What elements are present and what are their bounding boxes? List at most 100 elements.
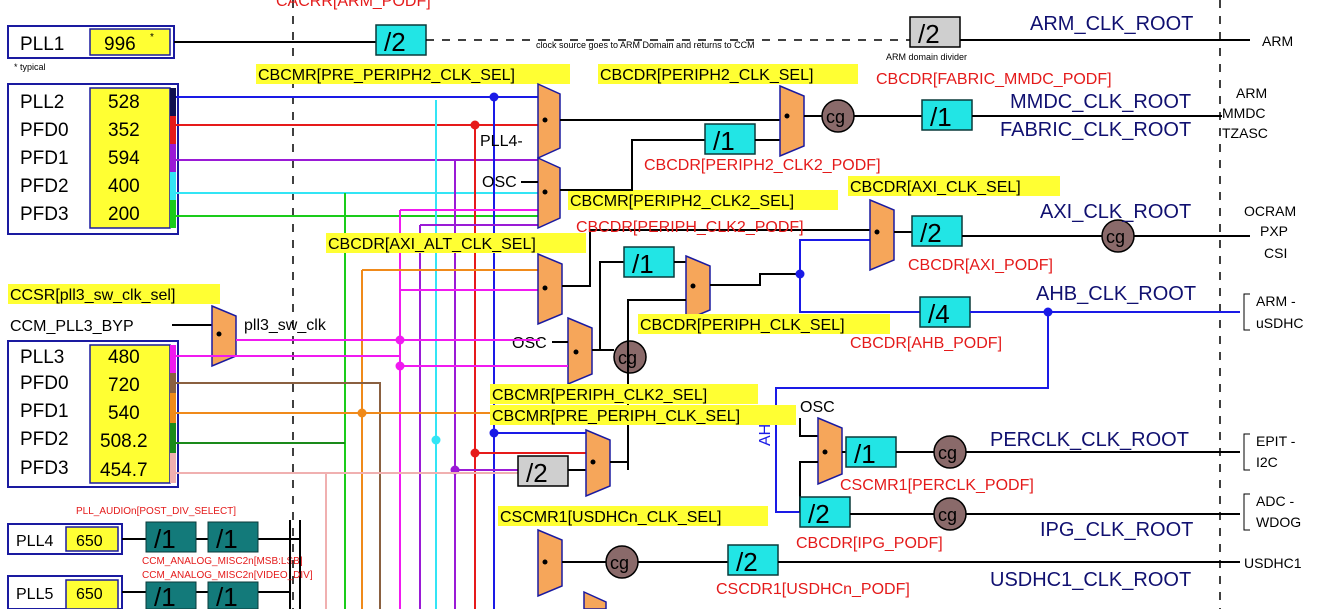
pre-periph2-mux [537,82,561,160]
ahb-podf-label: CBCDR[AHB_PODF] [850,335,1002,352]
svg-text:/2: /2 [384,27,406,57]
svg-text:cg: cg [938,505,957,525]
usdhc-podf-label: CSCDR1[USDHCn_PODF] [716,581,910,598]
usdhc-mux [537,528,563,598]
pll1-name: PLL1 [20,34,64,55]
pll5-div-a [145,581,197,609]
svg-text:ARM domain divider: ARM domain divider [886,52,967,62]
pll3-sw-clk-label: pll3_sw_clk [244,317,327,334]
svg-text:PFD1: PFD1 [20,148,69,169]
periph2-sel-label: CBCDR[PERIPH2_CLK_SEL] [600,67,813,84]
svg-text:MMDC: MMDC [1222,105,1266,121]
perclk-clk-root: PERCLK_CLK_ROOT [990,429,1189,451]
svg-text:PLL3: PLL3 [20,347,64,368]
misc2-video-label: CCM_ANALOG_MISC2n[VIDEO_DIV] [142,570,313,581]
svg-text:352: 352 [108,120,140,141]
svg-text:PFD2: PFD2 [20,429,69,450]
svg-text:PLL4: PLL4 [16,533,53,550]
svg-text:/1: /1 [632,249,654,279]
svg-text:/1: /1 [854,439,876,469]
svg-text:ARM: ARM [1236,85,1267,101]
periph2-mux [779,84,805,158]
svg-text:PFD1: PFD1 [20,401,69,422]
periph-clk2-mux [567,316,593,386]
periph-sel-label: CBCDR[PERIPH_CLK_SEL] [640,317,845,334]
svg-text:508.2: 508.2 [100,431,148,452]
periph2-clk2-sel-label: CBCMR[PERIPH2_CLK2_SEL] [570,193,794,210]
svg-text:480: 480 [108,347,140,368]
svg-text:cg: cg [938,443,957,463]
usdhc-sel-label: CSCMR1[USDHCn_CLK_SEL] [500,509,721,526]
svg-text:OSC: OSC [512,335,547,352]
svg-text:PFD0: PFD0 [20,120,69,141]
axi-sel-label: CBCDR[AXI_CLK_SEL] [850,179,1021,196]
axi-alt-sel-label: CBCDR[AXI_ALT_CLK_SEL] [328,236,536,253]
svg-text:PLL5: PLL5 [16,586,53,603]
svg-text:594: 594 [108,148,140,169]
svg-text:/2: /2 [918,19,940,49]
pll4-div-a [145,521,197,553]
axi-podf-label: CBCDR[AXI_PODF] [908,257,1053,274]
perclk-mux [817,416,843,486]
misc2-msb-label: CCM_ANALOG_MISC2n[MSB:LSB] [142,556,303,567]
axi-clk-root: AXI_CLK_ROOT [1040,201,1191,223]
svg-text:528: 528 [108,92,140,113]
periph-clk2-divider [623,246,675,278]
svg-text:/1: /1 [930,102,952,132]
svg-text:cg: cg [1106,227,1125,247]
svg-text:/2: /2 [920,218,942,248]
dest-arm: ARM [1262,33,1293,49]
ccsr-label: CCSR[pll3_sw_clk_sel] [10,287,175,304]
svg-text:USDHC1: USDHC1 [1244,555,1302,571]
svg-text:720: 720 [108,375,140,396]
svg-text:/4: /4 [928,299,950,329]
pll4-block: PLL4 650 [7,523,123,555]
pll1-value: 996 [104,34,136,55]
periph-clk2-podf-label: CBCDR[PERIPH_CLK2_PODF] [576,219,804,236]
ahb-divider [919,296,971,328]
ahb-clk-root: AHB_CLK_ROOT [1036,283,1196,305]
ipg-divider [799,496,851,528]
arm-clk-root: ARM_CLK_ROOT [1030,13,1193,35]
usdhc-divider [727,544,779,576]
svg-text:cg: cg [610,553,629,573]
svg-text:ADC -: ADC - [1256,493,1294,509]
svg-text:OCRAM: OCRAM [1244,203,1296,219]
pre-periph2-sel-label: CBCMR[PRE_PERIPH2_CLK_SEL] [258,67,515,84]
axi-mux [869,198,895,272]
pre-periph-mux [585,428,611,498]
pll3-group: PLL3 480 PFD0 720 PFD1 540 PFD2 508.2 PF… [7,340,179,488]
arm-podf-divider [375,24,427,56]
pll1-note: * typical [14,62,46,72]
usdhc1-clk-root: USDHC1_CLK_ROOT [990,569,1191,591]
pll-audio-label: PLL_AUDIOn[POST_DIV_SELECT] [76,506,236,517]
mmdc-clk-root: MMDC_CLK_ROOT [1010,91,1191,113]
periph-clk2-sel-label: CBCMR[PERIPH_CLK2_SEL] [492,387,707,404]
periph2-clk2-podf-label: CBCDR[PERIPH2_CLK2_PODF] [644,157,881,174]
ipg-podf-label: CBCDR[IPG_PODF] [796,535,943,552]
fabric-mmdc-podf-label: CBCDR[FABRIC_MMDC_PODF] [876,71,1112,88]
fabric-mmdc-divider [921,99,973,131]
svg-text:uSDHC: uSDHC [1256,315,1303,331]
svg-text:/1: /1 [216,524,238,554]
svg-text:CSI: CSI [1264,245,1287,261]
pre-periph-sel-label: CBCMR[PRE_PERIPH_CLK_SEL] [492,408,740,425]
axi-divider [911,215,963,247]
svg-text:/2: /2 [736,547,758,577]
svg-text:/1: /1 [154,524,176,554]
pll1-block: PLL1 996 * * typical [7,25,175,72]
svg-text:ARM -: ARM - [1256,293,1296,309]
svg-text:/1: /1 [216,582,238,609]
svg-text:/1: /1 [154,582,176,609]
svg-text:PFD0: PFD0 [20,373,69,394]
svg-text:/1: /1 [713,126,735,156]
pll5-div-b [207,581,259,609]
cacrr-label: CACRR[ARM_PODF] [276,0,431,10]
periph-clk2-gate [613,340,647,374]
svg-text:PLL4-: PLL4- [480,133,523,150]
svg-text:/2: /2 [526,458,548,488]
axi-alt-mux [537,252,563,326]
perclk-podf-label: CSCMR1[PERCLK_PODF] [840,477,1034,494]
svg-text:540: 540 [108,403,140,424]
fabric-clk-root: FABRIC_CLK_ROOT [1000,119,1191,141]
